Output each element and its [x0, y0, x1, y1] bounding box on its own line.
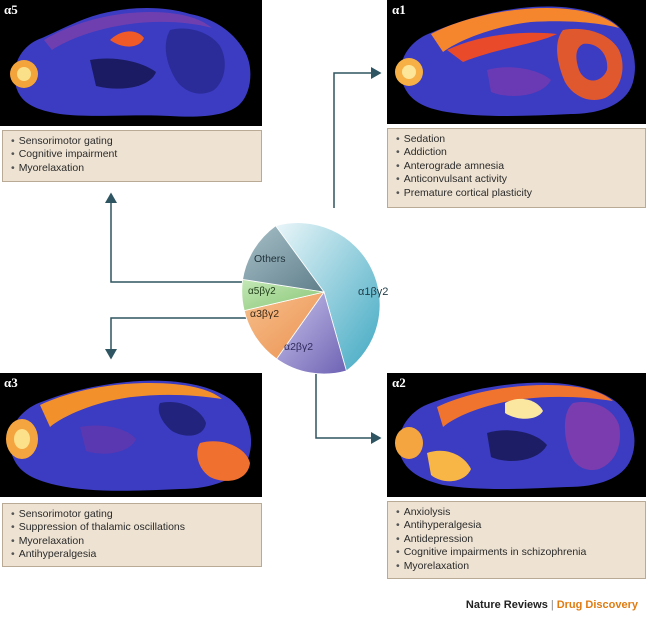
journal-section: Drug Discovery	[556, 599, 638, 611]
subtype-pie: α1βγ2 α2βγ2 α3βγ2 α5βγ2 Others	[241, 222, 388, 375]
effects-box-a3: Sensorimotor gating Suppression of thala…	[2, 503, 262, 567]
brain-image-a5	[0, 0, 262, 126]
effect-item: Myorelaxation	[11, 162, 253, 175]
effect-item: Antihyperalgesia	[11, 548, 253, 561]
pie-slice-others	[242, 225, 325, 293]
arrow-to-a3	[105, 317, 258, 360]
effect-item: Antidepression	[396, 533, 637, 546]
effect-item: Anterograde amnesia	[396, 160, 637, 173]
arrow-to-a2	[315, 366, 382, 444]
journal-credit: Nature Reviews|Drug Discovery	[466, 599, 638, 611]
effect-item: Cognitive impairments in schizophrenia	[396, 546, 637, 559]
panel-label-a5: α5	[4, 2, 18, 17]
effects-box-a2: Anxiolysis Antihyperalgesia Antidepressi…	[387, 501, 646, 579]
effect-item: Myorelaxation	[11, 535, 253, 548]
effect-item: Myorelaxation	[396, 560, 637, 573]
effect-item: Sensorimotor gating	[11, 135, 253, 148]
pie-label-a5: α5βγ2	[248, 286, 276, 297]
panel-label-a3: α3	[4, 375, 18, 390]
effect-item: Addiction	[396, 146, 637, 159]
effect-item: Sedation	[396, 133, 637, 146]
panel-label-a1: α1	[392, 2, 406, 17]
pie-slice-a1	[274, 222, 381, 372]
credit-separator: |	[550, 599, 554, 611]
journal-name: Nature Reviews	[465, 599, 548, 611]
effects-box-a5: Sensorimotor gating Cognitive impairment…	[2, 130, 262, 182]
pie-slice-a2	[276, 291, 347, 375]
effect-item: Premature cortical plasticity	[396, 187, 637, 200]
pie-label-a2: α2βγ2	[284, 341, 313, 353]
effect-item: Cognitive impairment	[11, 148, 253, 161]
effect-item: Antihyperalgesia	[396, 519, 637, 532]
effect-item: Anticonvulsant activity	[396, 173, 637, 186]
brain-image-a3	[0, 373, 262, 497]
arrow-to-a1	[333, 67, 382, 208]
pie-label-a1: α1βγ2	[358, 286, 388, 298]
panel-label-a2: α2	[392, 375, 406, 390]
effect-item: Sensorimotor gating	[11, 508, 253, 521]
arrow-to-a5	[105, 192, 254, 283]
brain-image-a2	[387, 373, 646, 497]
effect-item: Suppression of thalamic oscillations	[11, 521, 253, 534]
brain-image-a1	[387, 0, 646, 124]
effect-item: Anxiolysis	[396, 506, 637, 519]
effects-box-a1: Sedation Addiction Anterograde amnesia A…	[387, 128, 646, 208]
pie-label-a3: α3βγ2	[250, 308, 279, 320]
pie-label-others: Others	[254, 253, 286, 265]
